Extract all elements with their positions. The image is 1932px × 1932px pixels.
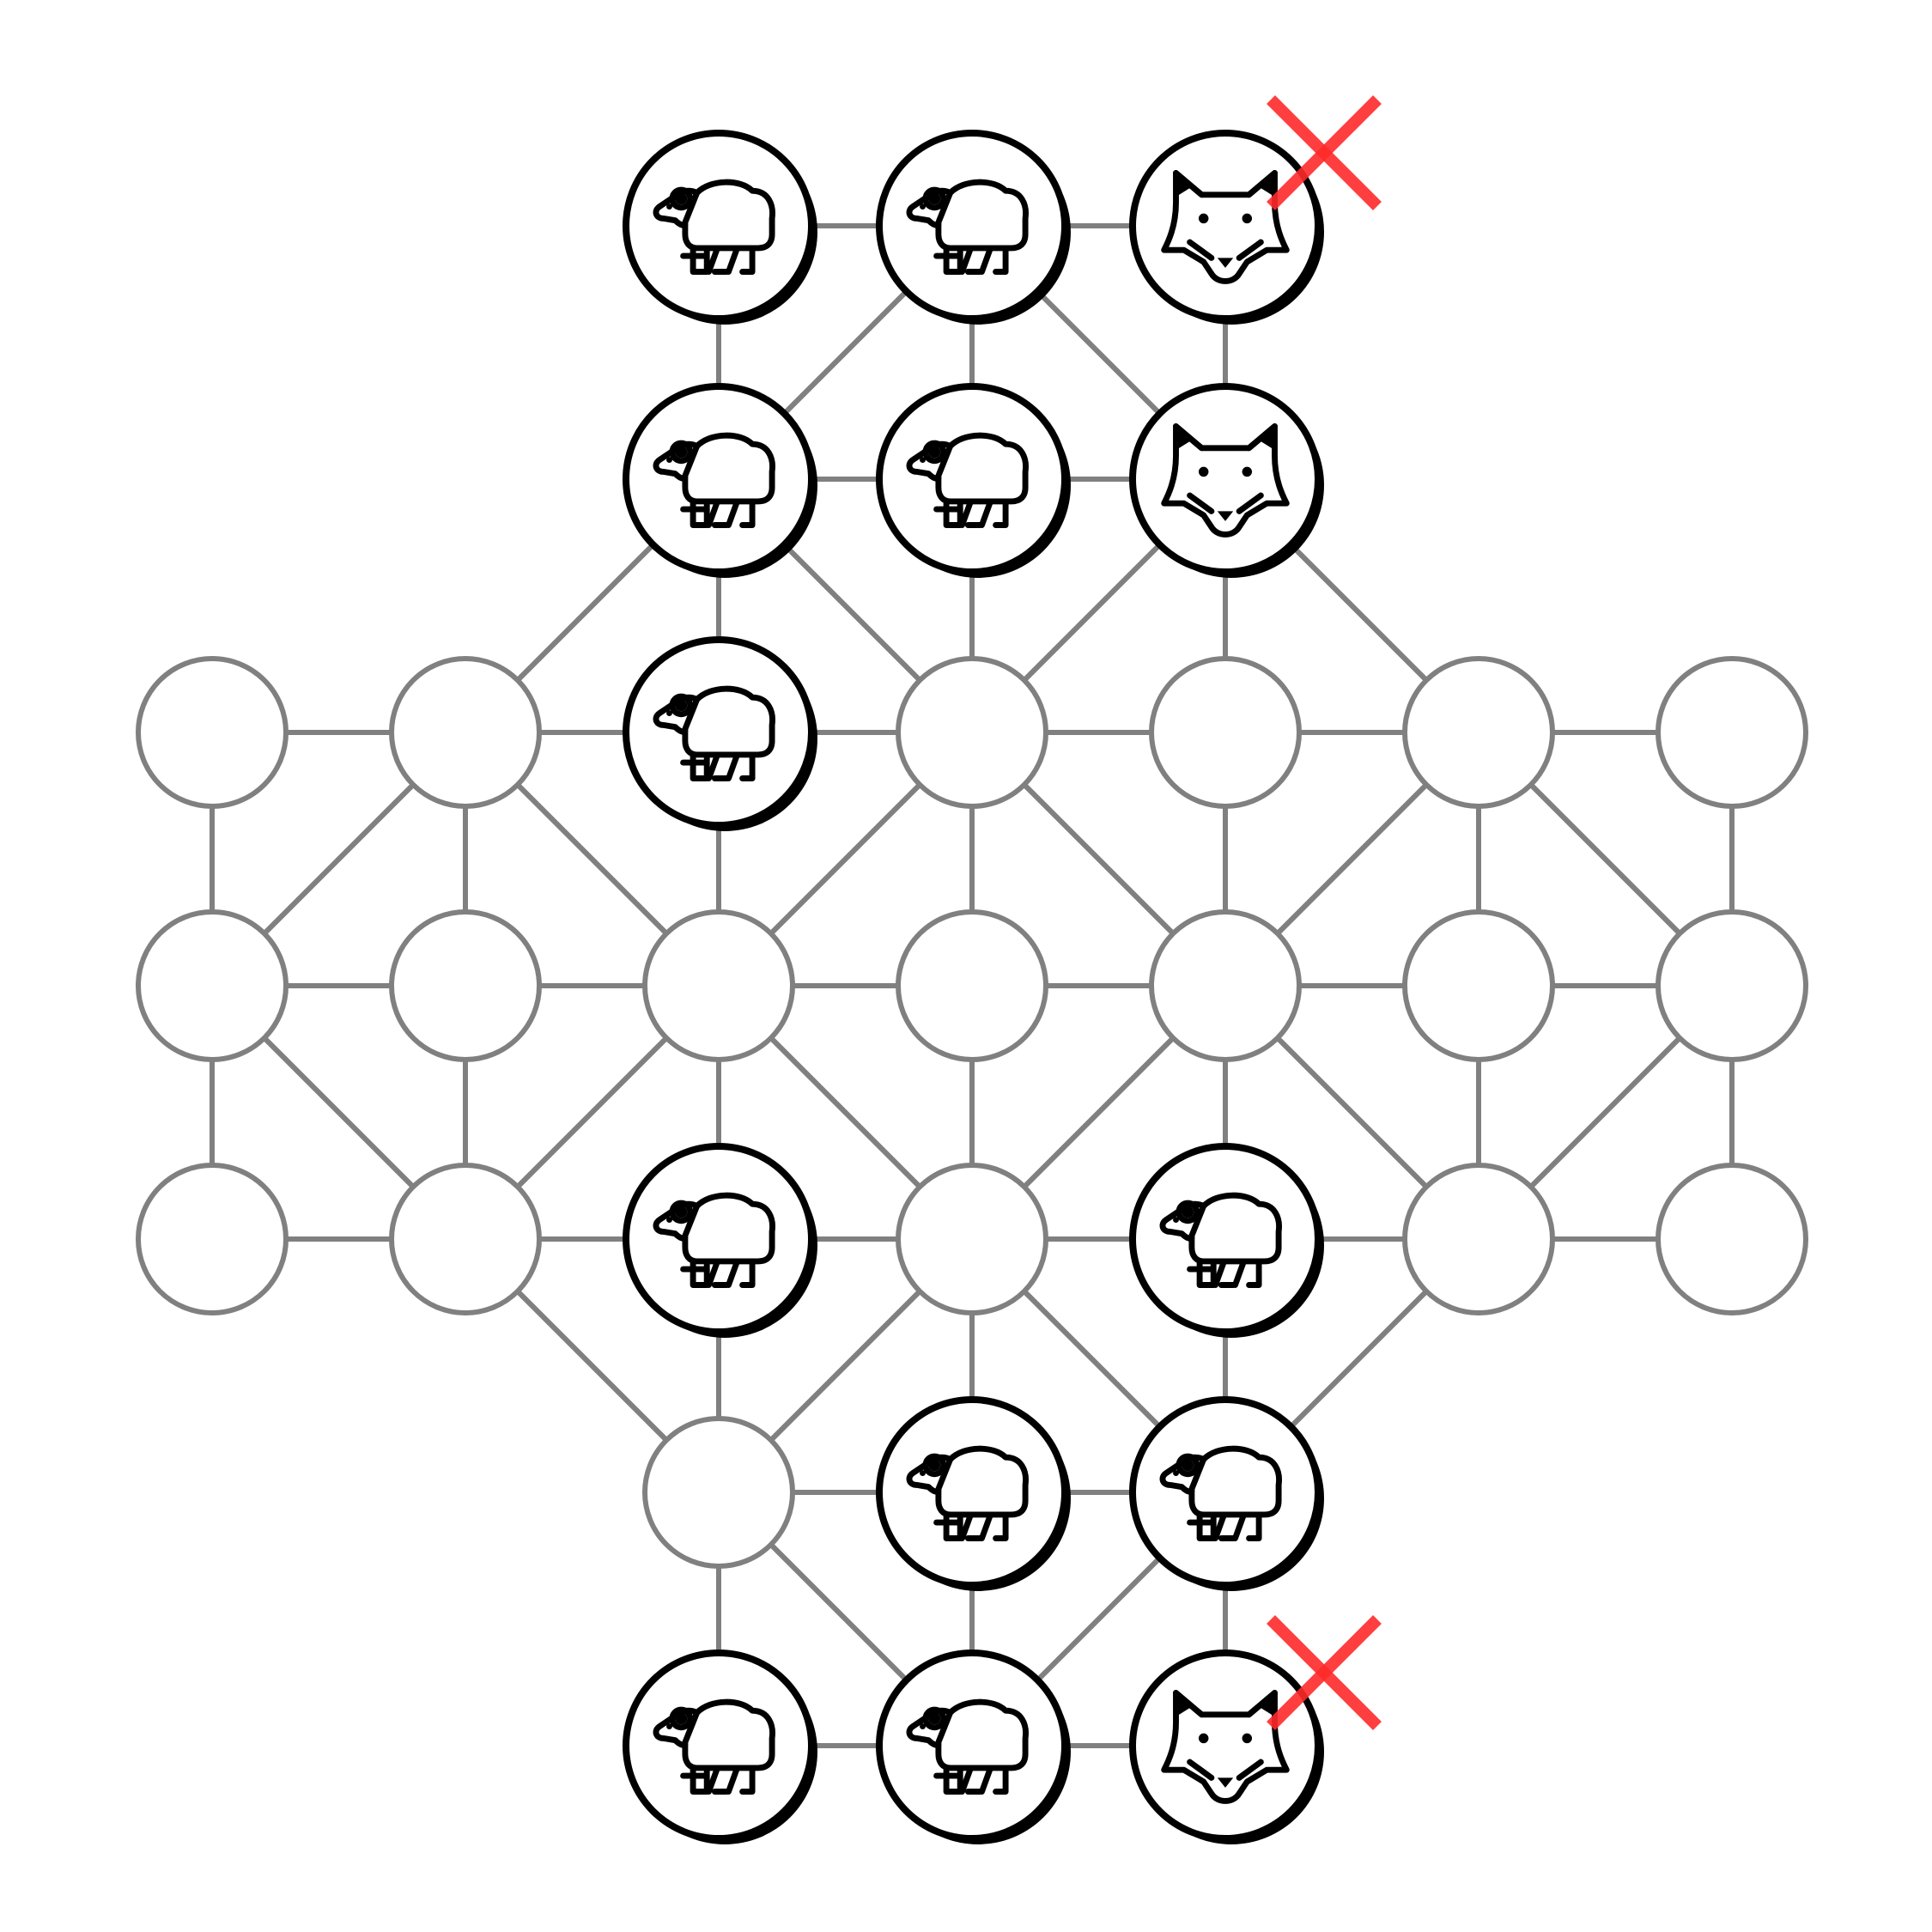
empty-point[interactable] <box>1149 656 1302 809</box>
empty-point-circle[interactable] <box>136 909 289 1062</box>
empty-point-circle[interactable] <box>1656 1163 1808 1315</box>
piece-disc[interactable] <box>1129 383 1321 575</box>
empty-point[interactable] <box>1656 909 1808 1062</box>
empty-point-circle[interactable] <box>136 656 289 809</box>
empty-point-circle[interactable] <box>896 1163 1048 1315</box>
empty-point-circle[interactable] <box>896 656 1048 809</box>
empty-point[interactable] <box>136 909 289 1062</box>
piece-disc[interactable] <box>1129 130 1321 322</box>
empty-point[interactable] <box>1656 656 1808 809</box>
sheep-piece[interactable] <box>623 1649 817 1844</box>
empty-point[interactable] <box>896 909 1048 1062</box>
piece-disc[interactable] <box>1129 1396 1321 1589</box>
piece-disc[interactable] <box>876 1649 1068 1842</box>
sheep-piece[interactable] <box>623 636 817 831</box>
piece-disc[interactable] <box>876 1396 1068 1589</box>
empty-point-circle[interactable] <box>1402 1163 1555 1315</box>
piece-disc[interactable] <box>876 130 1068 322</box>
piece-disc[interactable] <box>623 1649 815 1842</box>
piece-disc[interactable] <box>1129 1143 1321 1335</box>
sheep-piece[interactable] <box>623 130 817 325</box>
empty-point[interactable] <box>389 656 542 809</box>
fox-piece[interactable] <box>1129 95 1382 325</box>
board-nodes <box>136 95 1808 1844</box>
sheep-piece[interactable] <box>623 1143 817 1338</box>
fox-piece[interactable] <box>1129 383 1324 578</box>
empty-point-circle[interactable] <box>1656 656 1808 809</box>
empty-point[interactable] <box>136 656 289 809</box>
sheep-piece[interactable] <box>876 130 1071 325</box>
sheep-piece[interactable] <box>623 383 817 578</box>
sheep-piece[interactable] <box>1129 1396 1324 1591</box>
empty-point[interactable] <box>1402 656 1555 809</box>
piece-disc[interactable] <box>623 383 815 575</box>
piece-disc[interactable] <box>623 130 815 322</box>
empty-point-circle[interactable] <box>389 909 542 1062</box>
empty-point[interactable] <box>1402 909 1555 1062</box>
empty-point-circle[interactable] <box>1149 909 1302 1062</box>
empty-point[interactable] <box>389 909 542 1062</box>
empty-point[interactable] <box>1656 1163 1808 1315</box>
empty-point-circle[interactable] <box>1149 656 1302 809</box>
empty-point[interactable] <box>1402 1163 1555 1315</box>
fox-piece[interactable] <box>1129 1615 1382 1844</box>
empty-point[interactable] <box>896 1163 1048 1315</box>
x-mark-icon <box>1267 95 1382 210</box>
empty-point-circle[interactable] <box>389 656 542 809</box>
empty-point-circle[interactable] <box>136 1163 289 1315</box>
sheep-piece[interactable] <box>1129 1143 1324 1338</box>
empty-point[interactable] <box>389 1163 542 1315</box>
empty-point-circle[interactable] <box>1656 909 1808 1062</box>
empty-point[interactable] <box>642 909 795 1062</box>
piece-disc[interactable] <box>1129 1649 1321 1842</box>
sheep-piece[interactable] <box>876 1396 1071 1591</box>
sheep-piece[interactable] <box>876 383 1071 578</box>
x-mark-icon <box>1267 1615 1382 1730</box>
empty-point-circle[interactable] <box>642 909 795 1062</box>
empty-point[interactable] <box>136 1163 289 1315</box>
empty-point-circle[interactable] <box>896 909 1048 1062</box>
sheep-piece[interactable] <box>876 1649 1071 1844</box>
piece-disc[interactable] <box>623 636 815 829</box>
empty-point[interactable] <box>1149 909 1302 1062</box>
piece-disc[interactable] <box>876 383 1068 575</box>
piece-disc[interactable] <box>623 1143 815 1335</box>
empty-point-circle[interactable] <box>389 1163 542 1315</box>
empty-point[interactable] <box>642 1416 795 1569</box>
empty-point[interactable] <box>896 656 1048 809</box>
empty-point-circle[interactable] <box>1402 656 1555 809</box>
empty-point-circle[interactable] <box>1402 909 1555 1062</box>
empty-point-circle[interactable] <box>642 1416 795 1569</box>
